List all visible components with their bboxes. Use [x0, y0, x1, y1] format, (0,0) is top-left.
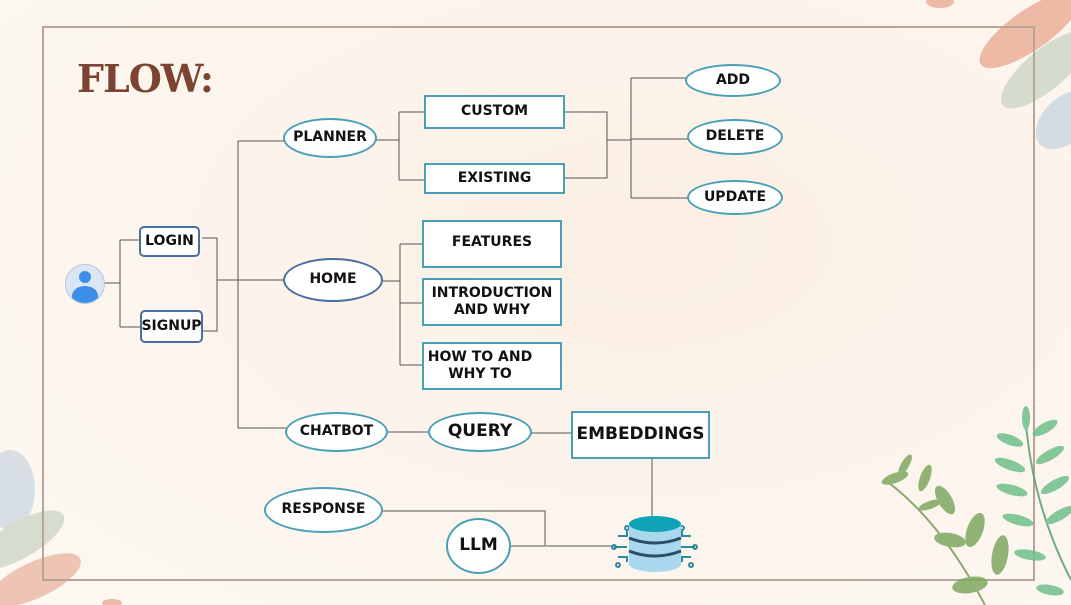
- response-node[interactable]: RESPONSE: [264, 487, 383, 533]
- custom-node[interactable]: CUSTOM: [424, 95, 565, 129]
- chatbot-node[interactable]: CHATBOT: [285, 412, 388, 452]
- user-avatar-icon[interactable]: [65, 264, 105, 304]
- llm-node[interactable]: LLM: [446, 518, 511, 574]
- delete-node[interactable]: DELETE: [687, 119, 783, 155]
- page-title: FLOW:: [77, 56, 214, 101]
- query-node[interactable]: QUERY: [428, 412, 532, 452]
- embeddings-node[interactable]: EMBEDDINGS: [571, 411, 710, 459]
- update-node[interactable]: UPDATE: [687, 180, 783, 215]
- slide-frame: [42, 26, 1035, 581]
- home-node[interactable]: HOME: [283, 258, 383, 302]
- add-node[interactable]: ADD: [685, 64, 781, 97]
- database-icon[interactable]: [610, 514, 700, 574]
- signup-node[interactable]: SIGNUP: [140, 310, 203, 343]
- introduction-node[interactable]: INTRODUCTION AND WHY: [422, 278, 562, 326]
- how-to-node[interactable]: HOW TO AND WHY TO: [422, 342, 562, 390]
- existing-node[interactable]: EXISTING: [424, 163, 565, 194]
- login-node[interactable]: LOGIN: [139, 226, 200, 257]
- planner-node[interactable]: PLANNER: [283, 118, 377, 158]
- features-node[interactable]: FEATURES: [422, 220, 562, 268]
